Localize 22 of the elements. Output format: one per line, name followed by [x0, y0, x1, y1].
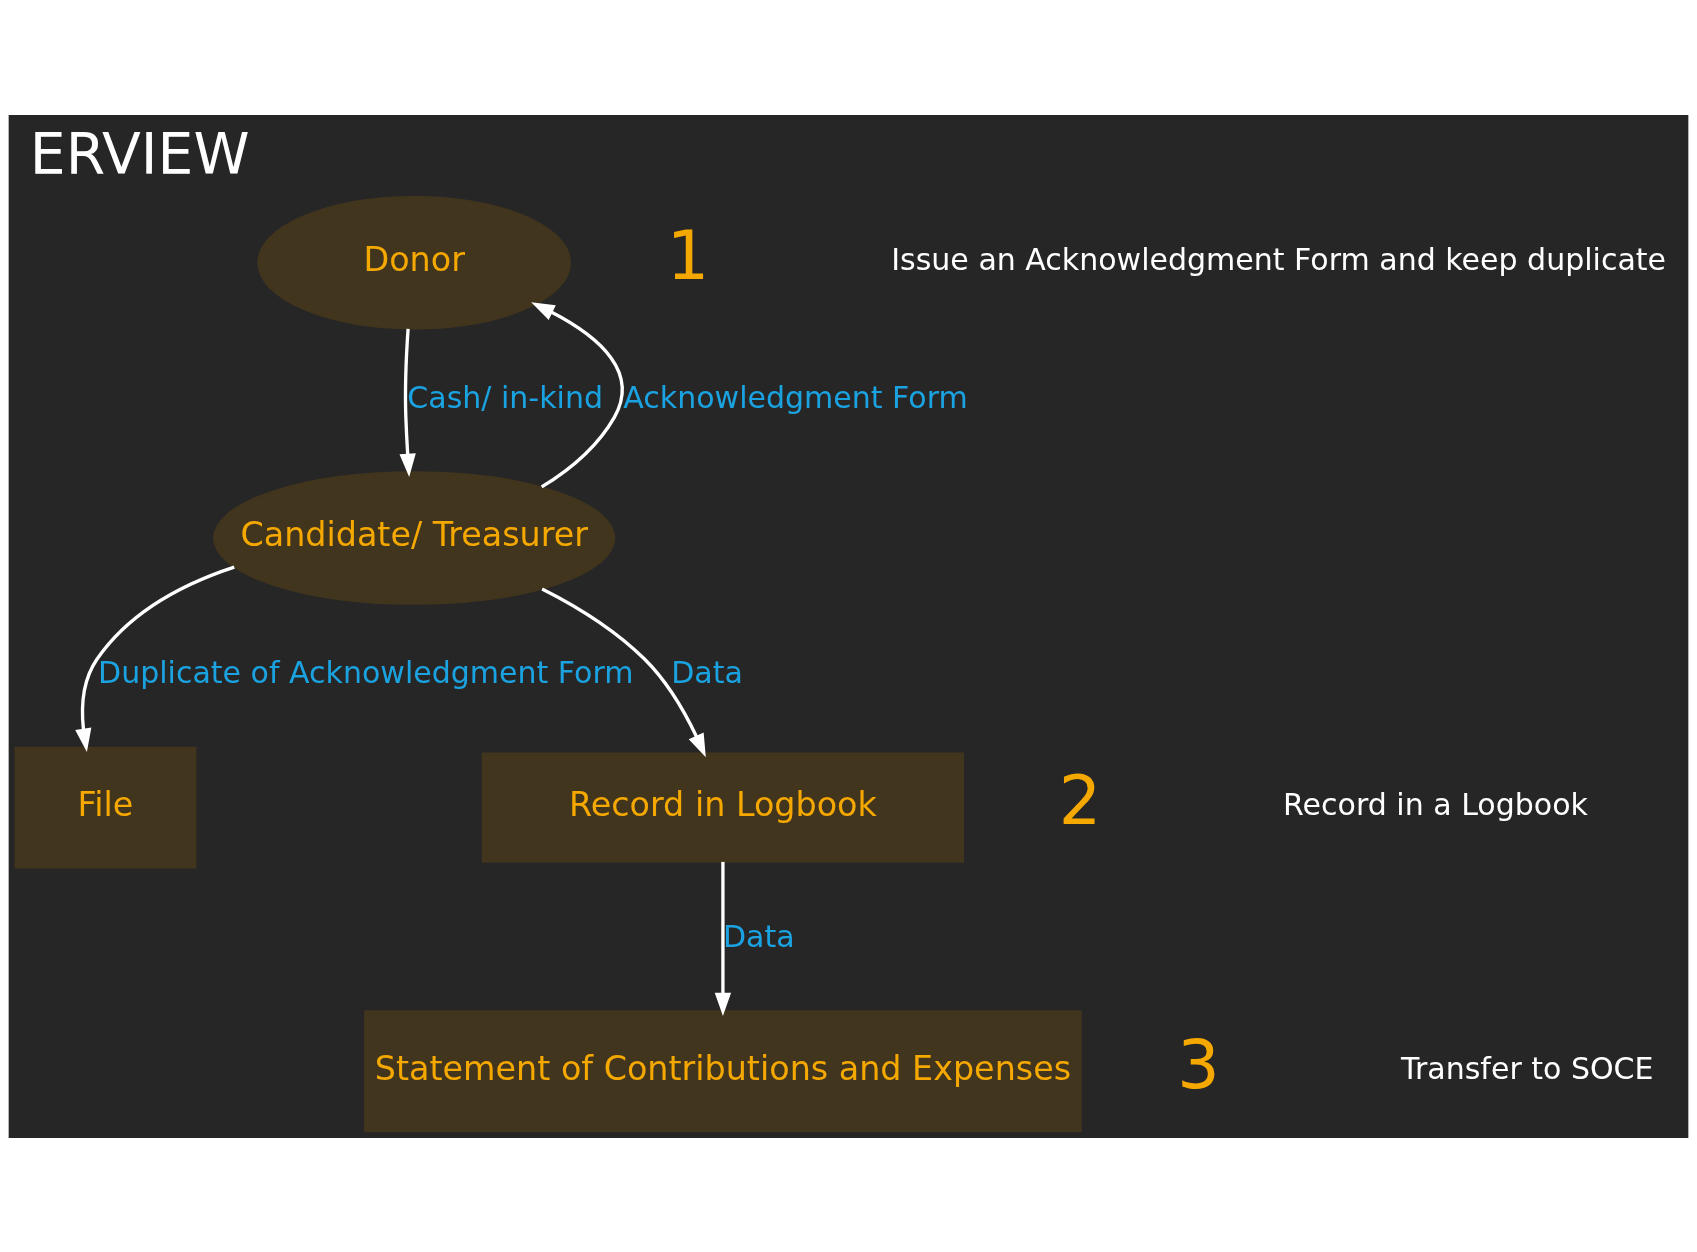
label: Transfer to SOCE — [1401, 1050, 1654, 1086]
arrow — [714, 861, 732, 1016]
edge-label: Duplicate of Acknowledgment Form — [98, 654, 634, 690]
diagram-title: ERVIEW — [29, 120, 250, 187]
label: 2 — [1058, 761, 1102, 840]
arrow — [75, 565, 235, 752]
edge-label: Acknowledgment Form — [623, 379, 968, 415]
node-box: Record in Logbook — [481, 752, 965, 863]
edge-label: Data — [722, 918, 795, 954]
label: Issue an Acknowledgment Form and keep duplicate — [891, 241, 1667, 277]
node-box: File — [14, 746, 197, 868]
arrow — [531, 301, 624, 488]
arrow — [541, 586, 706, 757]
edge-label: Cash/ in-kind — [407, 379, 603, 415]
label: 3 — [1177, 1025, 1220, 1104]
node-box: Statement of Contributions and Expenses — [364, 1009, 1082, 1132]
label: 1 — [666, 216, 710, 295]
arrow — [399, 328, 416, 477]
node-ellipse: Donor — [257, 195, 572, 329]
edge-label: Data — [671, 654, 743, 690]
label: Record in a Logbook — [1283, 786, 1588, 822]
node-ellipse: Candidate/ Treasurer — [213, 470, 616, 605]
